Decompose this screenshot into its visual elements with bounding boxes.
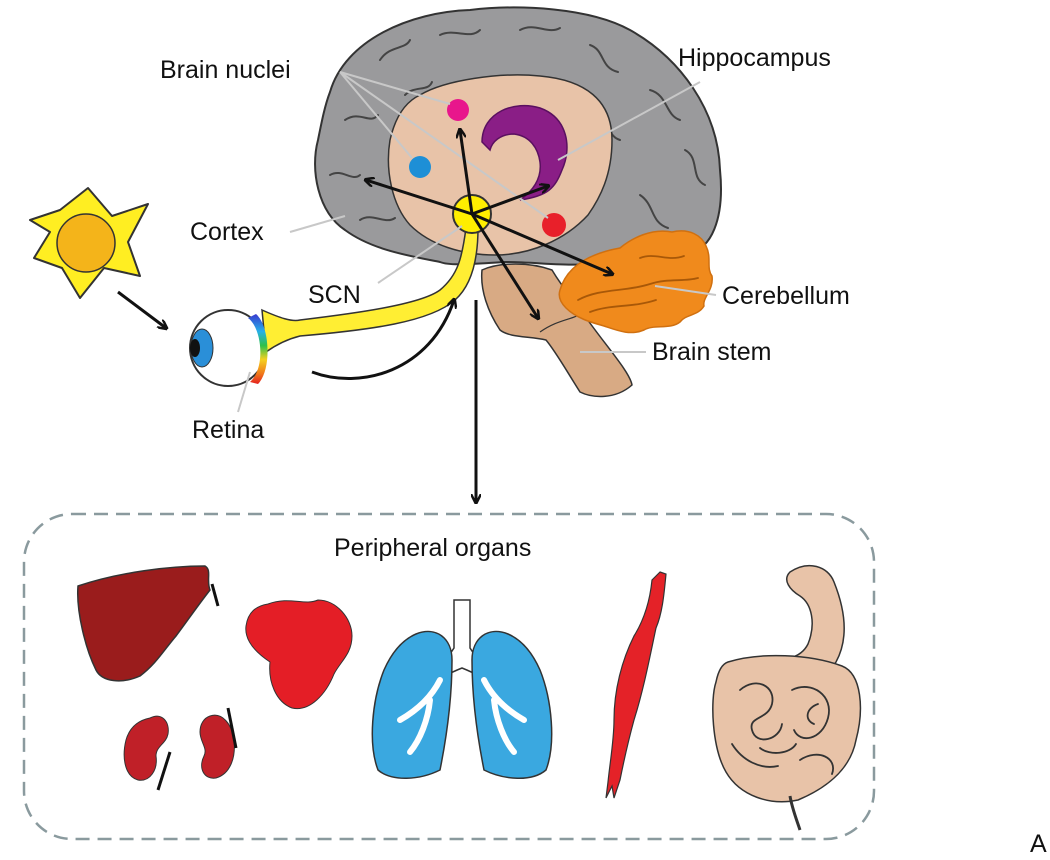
nucleus-red (542, 213, 566, 237)
label-scn: SCN (308, 281, 361, 309)
heart-icon (245, 599, 353, 710)
label-brain-nuclei: Brain nuclei (160, 56, 291, 84)
panel-letter: A (1030, 830, 1047, 858)
lungs-icon (371, 599, 553, 779)
eye-icon (189, 309, 268, 387)
kidneys-icon (123, 707, 238, 791)
leader-lines (237, 71, 717, 413)
intestine-icon (712, 564, 862, 831)
nucleus-pink (447, 99, 469, 121)
liver-icon (76, 565, 220, 682)
nucleus-blue (409, 156, 431, 178)
label-brain-stem: Brain stem (652, 338, 772, 366)
label-cortex: Cortex (190, 218, 264, 246)
cerebellum (558, 230, 713, 334)
label-hippocampus: Hippocampus (678, 44, 831, 72)
hippocampus (481, 104, 568, 201)
scn-arrows (117, 130, 612, 502)
muscle-icon (605, 571, 667, 799)
sun-icon (29, 187, 149, 299)
label-cerebellum: Cerebellum (722, 282, 850, 310)
label-retina: Retina (192, 416, 265, 444)
peripheral-organs-box (22, 512, 876, 841)
label-peripheral-organs: Peripheral organs (334, 534, 532, 562)
